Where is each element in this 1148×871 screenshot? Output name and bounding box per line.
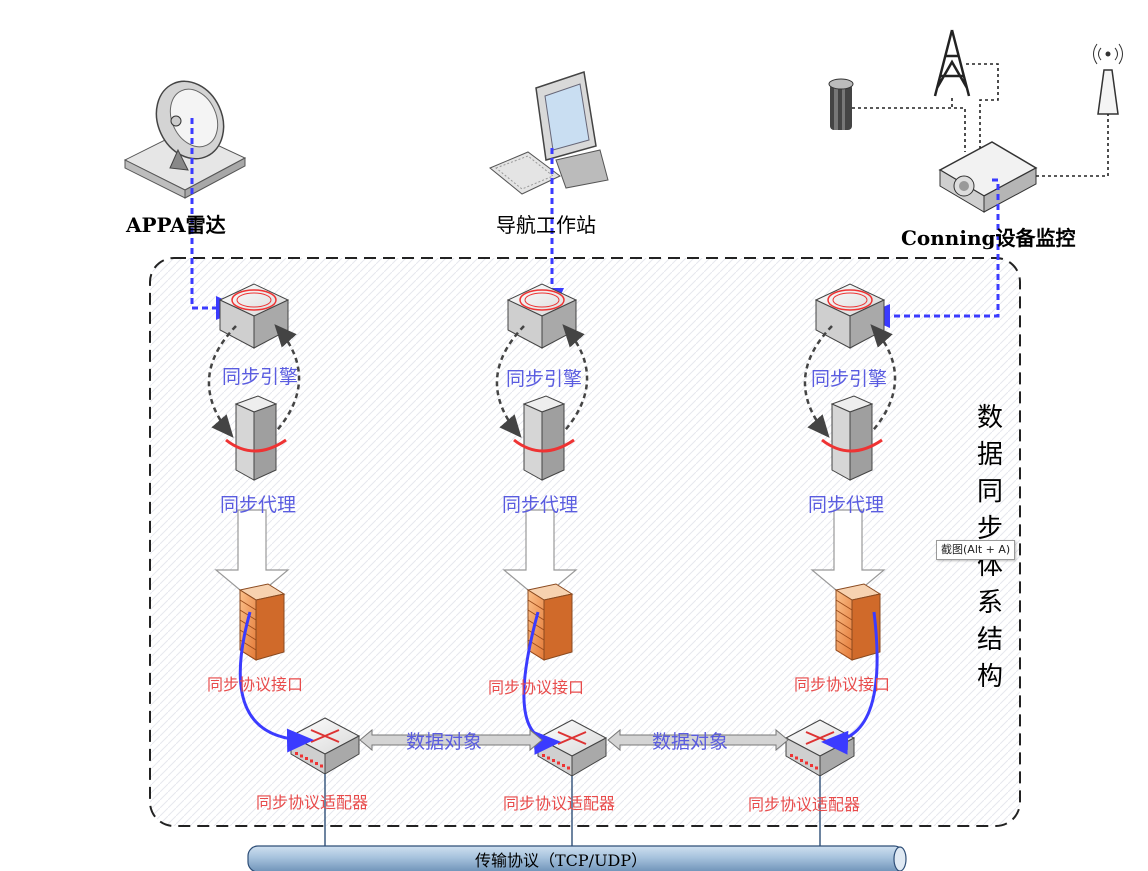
adapter-label: 同步协议适配器 [503,794,616,813]
engine-label: 同步引擎 [811,368,888,390]
source-label-conning-monitor: Conning设备监控 [901,226,1076,250]
interface-label: 同步协议接口 [794,675,891,694]
data-object-label: 数据对象 [406,731,483,753]
firewall-icon [834,583,882,661]
workstation-computer-icon [489,71,609,195]
interface-label: 同步协议接口 [207,675,304,694]
adapter-label: 同步协议适配器 [256,793,369,812]
engine-label: 同步引擎 [506,368,583,390]
data-object-label: 数据对象 [652,731,729,753]
interface-to-adapter-flow [821,611,879,755]
transport-label: 传输协议（TCP/UDP） [475,851,648,870]
sync-engine-icon [814,283,886,349]
data-object-arrow [359,728,543,752]
source-label-nav-workstation: 导航工作站 [496,213,596,237]
sync-agent-icon [513,395,575,481]
source-label-appa-radar: APPA雷达 [126,213,226,237]
sync-loop-arrows [495,324,589,438]
agent-label: 同步代理 [808,494,885,516]
engine-label: 同步引擎 [222,366,299,388]
conning-device-icon [828,29,1123,213]
interface-to-adapter-flow [238,611,314,753]
sync-node-2 [495,283,608,846]
adapter-label: 同步协议适配器 [748,795,861,814]
sync-loop-arrows [803,324,897,438]
data-object-links [359,728,789,752]
interface-to-adapter-flow [522,611,561,755]
sync-engine-icon [218,283,290,349]
transport-bus [247,845,907,871]
screenshot-tooltip: 截图(Alt + A) [936,540,1016,560]
sync-loop-arrows [207,324,301,438]
sync-agent-icon [821,395,883,481]
data-object-arrow [607,728,789,752]
agent-label: 同步代理 [502,494,579,516]
interface-label: 同步协议接口 [488,678,585,697]
system-boundary [149,257,1021,827]
sync-agent-icon [225,395,287,481]
sync-node-3 [784,283,897,846]
agent-label: 同步代理 [220,494,297,516]
sync-engine-icon [506,283,578,349]
radar-dish-icon [123,80,247,199]
sync-node-1 [207,283,361,846]
